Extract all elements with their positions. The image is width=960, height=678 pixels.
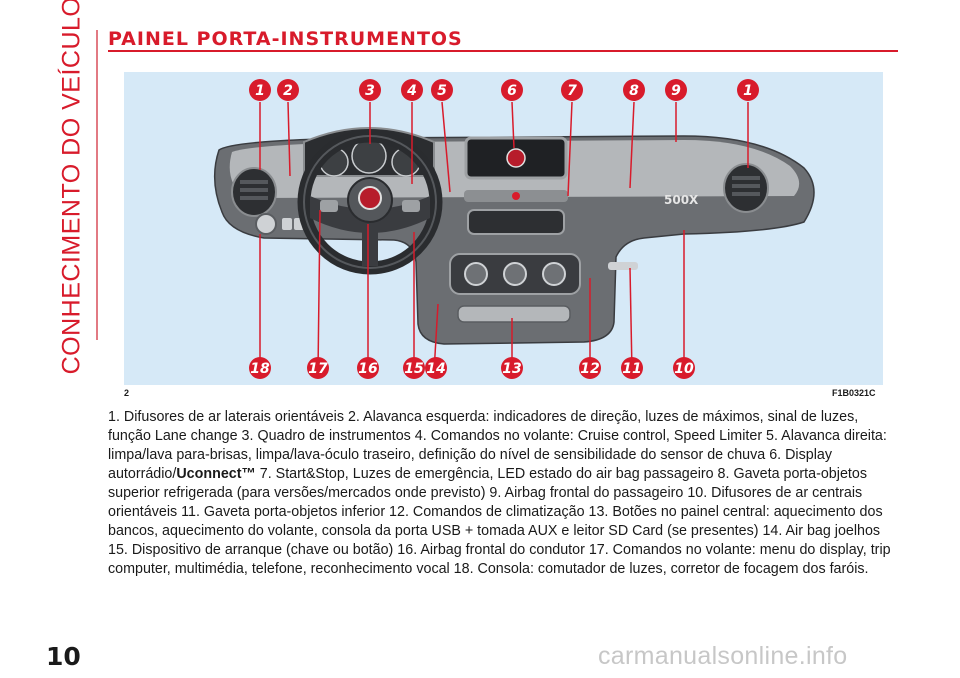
callout-bottom-16: 16 bbox=[358, 361, 378, 377]
figure-code: F1B0321C bbox=[832, 388, 876, 398]
leader-lines bbox=[259, 101, 749, 373]
light-switch bbox=[255, 213, 277, 235]
callout-bottom-15: 15 bbox=[404, 361, 424, 377]
callout-top-7: 7 bbox=[567, 83, 577, 99]
callout-top-1: 1 bbox=[255, 83, 265, 99]
caption-part-1: 1. Difusores de ar laterais orientáveis … bbox=[108, 409, 887, 482]
center-panel-buttons bbox=[457, 305, 571, 323]
callout-top-8: 8 bbox=[629, 83, 639, 99]
callouts-top: 1 2 3 4 5 6 7 8 9 1 bbox=[249, 79, 759, 101]
callout-bottom-12: 12 bbox=[580, 361, 599, 377]
callout-top-2: 2 bbox=[283, 83, 293, 99]
watermark: carmanualsonline.info bbox=[598, 642, 848, 670]
caption-brand: Uconnect™ bbox=[176, 466, 256, 482]
caption-part-2: 7. Start&Stop, Luzes de emergência, LED … bbox=[108, 466, 891, 577]
callout-bottom-13: 13 bbox=[502, 361, 521, 377]
figure-caption: 1. Difusores de ar laterais orientáveis … bbox=[108, 408, 898, 579]
callout-top-6: 6 bbox=[507, 83, 517, 99]
side-rule bbox=[96, 30, 98, 340]
callout-bottom-10: 10 bbox=[674, 361, 694, 377]
side-chapter-title-text: CONHECIMENTO DO VEÍCULO bbox=[57, 0, 86, 374]
callout-bottom-17: 17 bbox=[308, 361, 328, 377]
fiat-logo bbox=[358, 186, 382, 210]
callouts-bottom: 18 17 16 15 14 13 12 11 10 bbox=[249, 357, 695, 379]
callout-top-4: 4 bbox=[406, 83, 417, 99]
figure-number: 2 bbox=[124, 388, 130, 398]
callout-top-5: 5 bbox=[437, 83, 447, 99]
callout-bottom-11: 11 bbox=[622, 361, 641, 377]
section-title: PAINEL PORTA-INSTRUMENTOS bbox=[108, 28, 463, 50]
glovebox-handle bbox=[608, 262, 638, 270]
dashboard-illustration: 500X 1 2 3 4 bbox=[213, 79, 815, 379]
side-chapter-title: CONHECIMENTO DO VEÍCULO bbox=[54, 0, 90, 374]
svg-text:500X: 500X bbox=[664, 193, 699, 207]
callout-top-3: 3 bbox=[365, 83, 375, 99]
callout-top-1b: 1 bbox=[743, 83, 753, 99]
center-air-vents bbox=[467, 209, 565, 235]
callout-bottom-14: 14 bbox=[426, 361, 445, 377]
callout-bottom-18: 18 bbox=[250, 361, 270, 377]
title-rule bbox=[108, 50, 898, 52]
callout-top-9: 9 bbox=[671, 83, 681, 99]
page-number: 10 bbox=[46, 642, 81, 671]
dashboard-figure: 500X 1 2 3 4 bbox=[124, 72, 883, 385]
